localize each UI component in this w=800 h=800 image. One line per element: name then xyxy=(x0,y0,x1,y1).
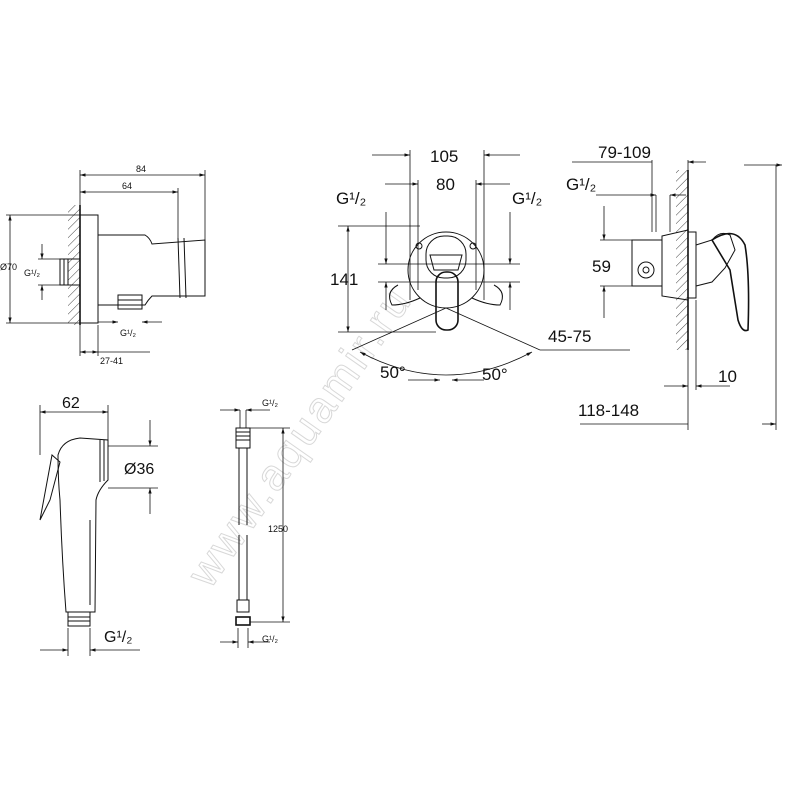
handshower-thread-label: G¹/₂ xyxy=(104,629,132,646)
hose-length-label: 1250 xyxy=(268,524,288,534)
side-wall-hatch xyxy=(676,170,688,350)
mixer-side-total-depth-label: 118-148 xyxy=(578,401,639,420)
handshower-diameter-label: Ø36 xyxy=(124,461,154,478)
watermark-text: www.aquamir.ru xyxy=(177,277,421,597)
mixer-height-label: 141 xyxy=(330,270,358,289)
mixer-angle-left-label: 50° xyxy=(380,363,406,382)
mixer-side-thread-label: G¹/₂ xyxy=(566,175,596,194)
mixer-side-inlet-height-label: 59 xyxy=(592,257,611,276)
mixer-width-inner-label: 80 xyxy=(436,175,455,194)
outlet-diameter-label: Ø70 xyxy=(0,262,17,272)
wall-hatch xyxy=(68,205,80,325)
mixer-thread-right-label: G¹/₂ xyxy=(512,189,542,208)
mixer-width-outer-label: 105 xyxy=(430,147,458,166)
outlet-overall-width-label: 84 xyxy=(136,164,146,174)
outlet-body-width-label: 64 xyxy=(122,181,132,191)
mixer-side-wall-offset-label: 10 xyxy=(718,367,737,386)
hand-shower-drawing xyxy=(39,405,158,656)
mixer-thread-left-label: G¹/₂ xyxy=(336,189,366,208)
hose-thread-top-label: G¹/₂ xyxy=(262,398,278,408)
mixer-range-label: 45-75 xyxy=(548,327,591,346)
hose-thread-bottom-label: G¹/₂ xyxy=(262,634,278,644)
mixer-front-drawing xyxy=(338,150,630,382)
hose-drawing xyxy=(220,408,290,648)
outlet-inlet-thread-label: G¹/₂ xyxy=(24,268,40,278)
wall-outlet-drawing xyxy=(6,170,206,356)
handshower-length-label: 62 xyxy=(62,395,80,412)
outlet-wall-depth-label: 27-41 xyxy=(100,356,123,366)
mixer-side-drawing xyxy=(572,160,782,430)
mixer-side-depth-range-label: 79-109 xyxy=(598,143,651,162)
outlet-outlet-thread-label: G¹/₂ xyxy=(120,328,136,338)
mixer-angle-right-label: 50° xyxy=(482,365,508,384)
